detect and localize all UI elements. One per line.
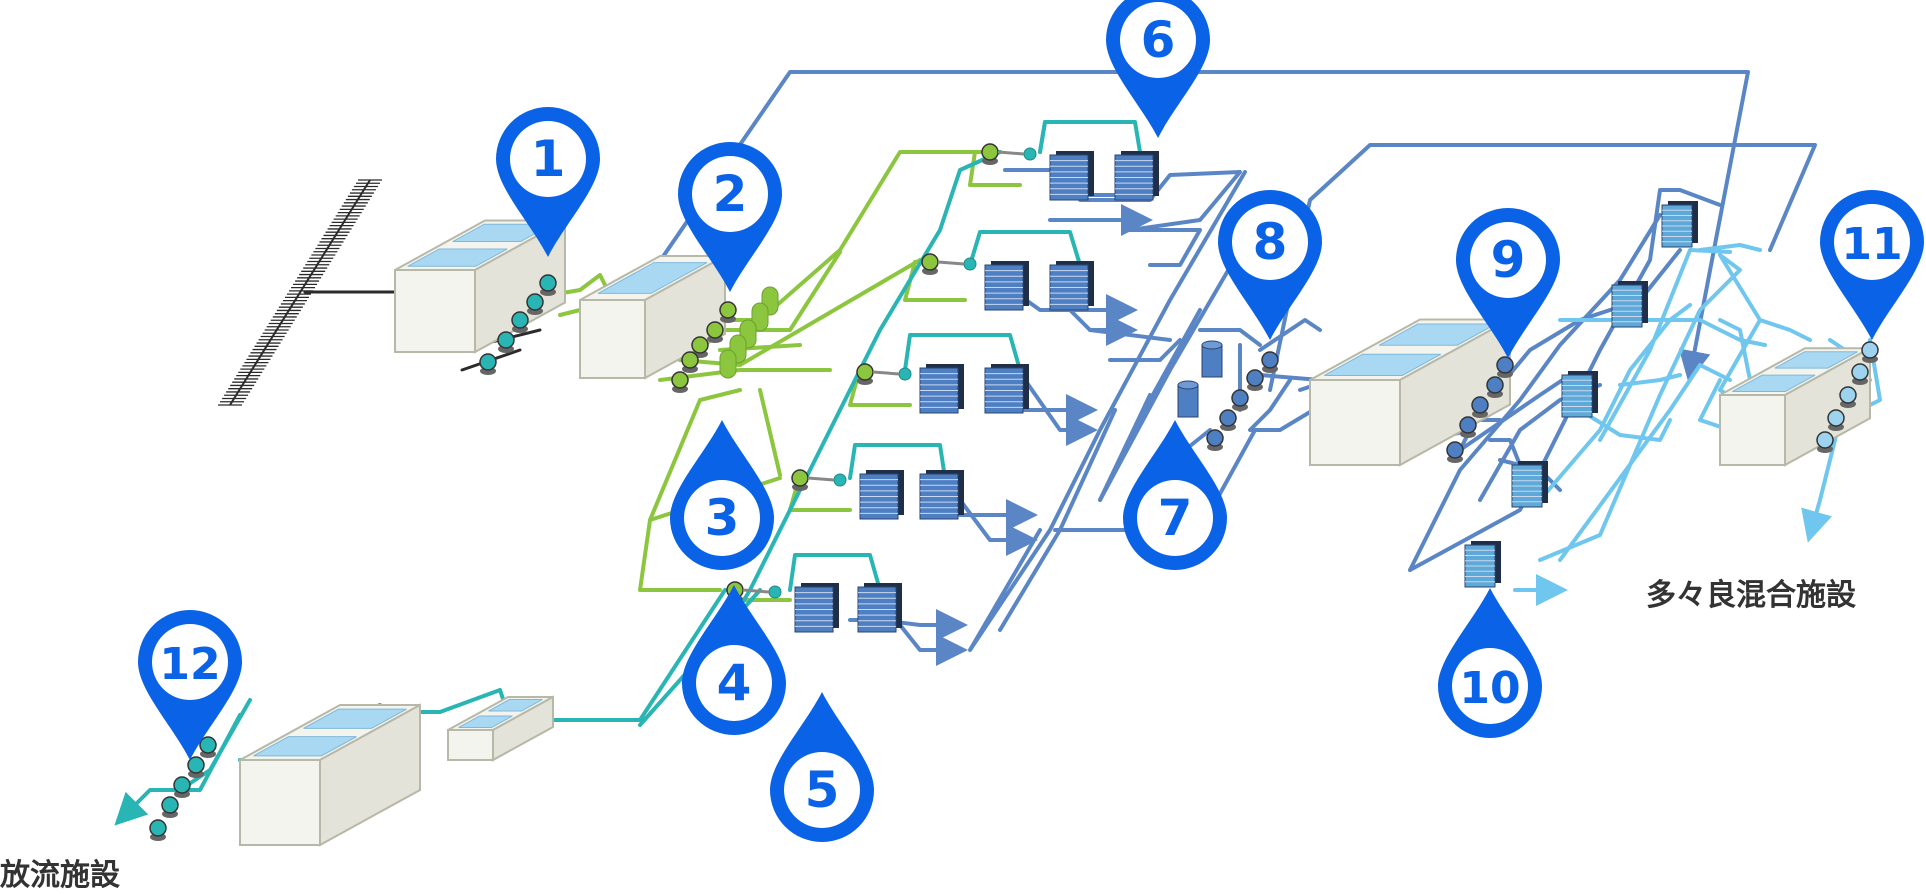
membrane-module-3-1 [919, 364, 964, 414]
pin-number-2: 2 [713, 165, 748, 223]
pin-number-9: 9 [1491, 231, 1526, 289]
membrane-feed-pump-1 [981, 143, 999, 165]
pin-number-1: 1 [531, 130, 566, 188]
location-pin-10: 10 [1438, 588, 1542, 738]
intake-pump-1 [539, 274, 557, 296]
pin-number-5: 5 [805, 761, 840, 819]
feed-pump-2 [706, 321, 724, 343]
filter-module-3 [1561, 371, 1598, 418]
pin-number-11: 11 [1841, 219, 1902, 270]
flow-meter-2 [963, 257, 977, 271]
filter-module-4 [1511, 461, 1548, 508]
filter-module-5 [1464, 541, 1501, 588]
distribution-pump-4 [1827, 409, 1845, 431]
filter-module-2 [1611, 281, 1648, 328]
chemical-vessel-2 [751, 302, 769, 332]
location-pin-11: 11 [1820, 190, 1924, 340]
discharge-tank [239, 703, 421, 847]
distribution-tank [1719, 346, 1871, 467]
storage-cylinder-1 [1201, 340, 1223, 378]
membrane-module-5-1 [794, 583, 839, 633]
raw-water-pipes [543, 150, 1022, 602]
storage-cylinder-2 [1177, 380, 1199, 418]
membrane-module-2-1 [984, 261, 1029, 311]
location-pin-8: 8 [1218, 190, 1322, 340]
membrane-module-1-1 [1049, 151, 1094, 201]
sludge-tank [447, 695, 554, 762]
intake-pump-4 [497, 331, 515, 353]
distribution-pump-3 [1839, 386, 1857, 408]
treated-water-reservoir [1309, 317, 1511, 467]
location-pin-9: 9 [1456, 208, 1560, 358]
treated-water-pipes [114, 120, 1142, 826]
flow-meter-1 [1023, 147, 1037, 161]
transfer-pump-4 [1219, 409, 1237, 431]
transfer-pump-1 [1261, 351, 1279, 373]
location-pin-12: 12 [138, 610, 242, 760]
distribution-pump-2 [1851, 363, 1869, 385]
membrane-module-5-2 [857, 583, 902, 633]
intake-screen [218, 179, 382, 406]
discharge-pump-2 [187, 756, 205, 778]
membrane-module-4-2 [919, 470, 964, 520]
post-pump-1 [1496, 356, 1514, 378]
intake-pump-2 [526, 293, 544, 315]
tatara-mixing-facility-label: 多々良混合施設 [1646, 578, 1856, 613]
membrane-module-4-1 [859, 470, 904, 520]
location-pin-7: 7 [1123, 420, 1227, 570]
flow-meter-4 [833, 473, 847, 487]
membrane-feed-pump-3 [856, 363, 874, 385]
transfer-pump-2 [1246, 369, 1264, 391]
location-pin-2: 2 [678, 142, 782, 292]
discharge-pump-1 [199, 736, 217, 758]
distribution-pump-5 [1816, 431, 1834, 453]
location-pin-3: 3 [670, 420, 774, 570]
membrane-module-2-2 [1049, 261, 1094, 311]
transfer-pump-3 [1231, 389, 1249, 411]
post-pump-5 [1446, 441, 1464, 463]
mixing-tank [579, 254, 726, 380]
chemical-vessel-5 [719, 349, 737, 379]
filter-module-1 [1661, 201, 1698, 248]
discharge-pump-3 [173, 776, 191, 798]
pin-number-7: 7 [1158, 489, 1193, 547]
post-pump-4 [1459, 416, 1477, 438]
pin-number-12: 12 [159, 639, 220, 690]
intake-pump-5 [479, 353, 497, 375]
location-pin-1: 1 [496, 107, 600, 257]
feed-pump-4 [681, 351, 699, 373]
location-pin-6: 6 [1106, 0, 1210, 138]
membrane-module-3-2 [984, 364, 1029, 414]
membrane-feed-pump-4 [791, 469, 809, 491]
membrane-module-1-2 [1114, 151, 1159, 201]
flow-meter-5 [768, 585, 782, 599]
pin-number-6: 6 [1141, 11, 1176, 69]
post-pump-2 [1486, 376, 1504, 398]
intake-pump-3 [511, 311, 529, 333]
distribution-pump-1 [1861, 341, 1879, 363]
discharge-pump-4 [161, 796, 179, 818]
discharge-facility-label: 放流施設 [0, 858, 120, 893]
feed-pump-1 [719, 301, 737, 323]
pin-number-8: 8 [1253, 213, 1288, 271]
location-pin-4: 4 [682, 585, 786, 735]
transfer-pump-5 [1206, 429, 1224, 451]
flow-meter-3 [898, 367, 912, 381]
post-pump-3 [1471, 396, 1489, 418]
feed-pump-5 [671, 371, 689, 393]
pin-number-3: 3 [705, 489, 740, 547]
membrane-feed-pump-2 [921, 253, 939, 275]
discharge-pump-5 [149, 819, 167, 841]
pin-number-4: 4 [717, 654, 752, 712]
location-pin-5: 5 [770, 692, 874, 842]
pin-number-10: 10 [1459, 663, 1520, 714]
